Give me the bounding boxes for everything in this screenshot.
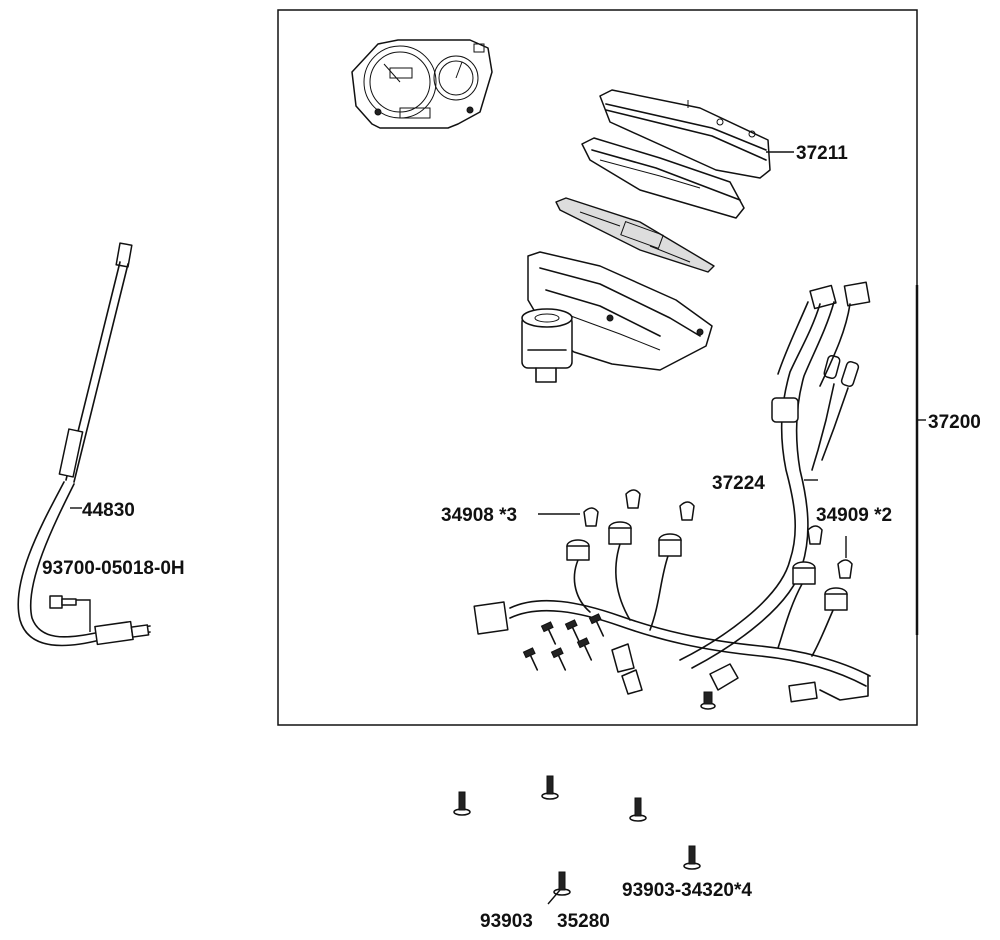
bulb-socket-icon: [566, 521, 848, 611]
part-label-93903: 93903: [480, 911, 533, 932]
part-label-37211: 37211: [796, 143, 848, 164]
instrument-cluster-icon: [351, 39, 493, 129]
part-label-34909: 34909 *2: [816, 505, 892, 526]
meter-board-icon: [555, 197, 715, 273]
wire-harness-icon: [473, 281, 871, 703]
speedometer-cable-icon: [17, 242, 151, 647]
part-label-35280: 35280: [557, 911, 610, 932]
meter-case-icon: [599, 89, 771, 179]
part-label-93903-34320: 93903-34320*4: [622, 880, 752, 901]
meter-housing-icon: [521, 251, 713, 383]
bulb-icon: [583, 489, 853, 579]
part-label-37200: 37200: [928, 412, 981, 433]
bolt-icon: [49, 595, 91, 632]
leader-lines: [70, 151, 926, 905]
screw-icon: [522, 613, 716, 710]
meter-lens-icon: [581, 137, 745, 219]
part-label-37224: 37224: [712, 473, 765, 494]
loose-screw-icon: [453, 775, 701, 896]
part-label-34908: 34908 *3: [441, 505, 517, 526]
part-label-44830: 44830: [82, 500, 135, 521]
part-label-93700: 93700-05018-0H: [42, 558, 185, 579]
